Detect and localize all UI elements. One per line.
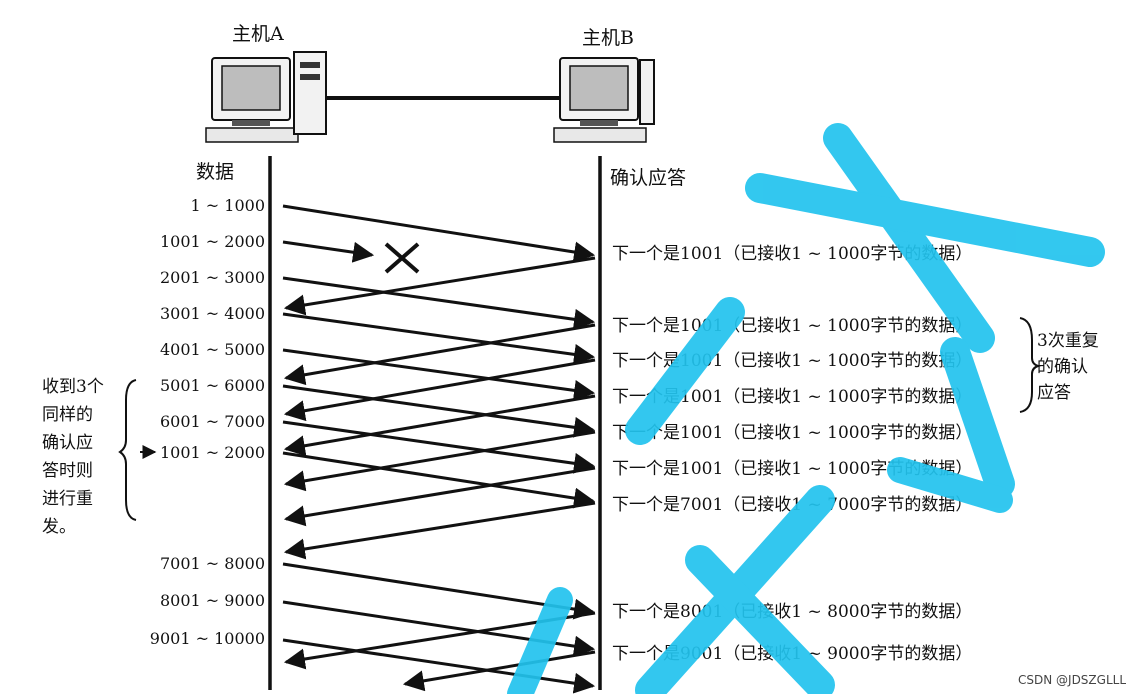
data-arrow (282, 276, 596, 330)
ack-label: 下一个是1001（已接收1 ~ 1000字节的数据） (612, 387, 972, 407)
ack-arrow (283, 430, 596, 492)
retransmit-segment-label: 1001 ~ 2000 (160, 443, 265, 462)
ack-arrows (283, 256, 596, 692)
left-note-line: 发。 (42, 517, 76, 537)
data-heading: 数据 (196, 161, 234, 183)
data-arrow (282, 348, 596, 401)
data-arrow (282, 420, 596, 474)
data-arrow (282, 312, 596, 365)
host-a-label: 主机A (232, 23, 284, 45)
segment-label: 2001 ~ 3000 (160, 268, 265, 287)
ack-arrow (402, 650, 596, 692)
ack-label: 下一个是7001（已接收1 ~ 7000字节的数据） (612, 495, 972, 515)
data-arrow (282, 638, 596, 694)
right-note-line: 3次重复 (1037, 331, 1099, 351)
ack-label: 下一个是8001（已接收1 ~ 8000字节的数据） (612, 602, 972, 622)
ack-label: 下一个是1001（已接收1 ~ 1000字节的数据） (612, 316, 972, 336)
left-note-line: 收到3个 (42, 377, 104, 397)
ack-label: 下一个是1001（已接收1 ~ 1000字节的数据） (612, 459, 972, 479)
segment-label: 1 ~ 1000 (191, 196, 265, 215)
segment-label: 1001 ~ 2000 (160, 232, 265, 251)
ack-label: 下一个是1001（已接收1 ~ 1000字节的数据） (612, 244, 972, 264)
segment-label: 9001 ~ 10000 (150, 629, 265, 648)
retransmit-data-arrow (282, 451, 596, 509)
data-arrow (282, 384, 596, 438)
ack-arrow (283, 466, 596, 527)
ack-arrow (283, 323, 596, 386)
ack-label: 下一个是1001（已接收1 ~ 1000字节的数据） (612, 423, 972, 443)
segment-label: 5001 ~ 6000 (160, 376, 265, 395)
ack-label: 下一个是1001（已接收1 ~ 1000字节的数据） (612, 351, 972, 371)
overlay-watermark-strokes (507, 123, 1105, 694)
ack-arrow (283, 358, 596, 422)
segment-label: 4001 ~ 5000 (160, 340, 265, 359)
left-note-line: 确认应 (42, 433, 93, 453)
data-arrows (282, 204, 596, 694)
ack-heading: 确认应答 (610, 167, 686, 189)
host-b-label: 主机B (582, 27, 634, 49)
right-note-line: 的确认 (1037, 357, 1088, 377)
ack-arrow (283, 394, 596, 457)
ack-arrow (283, 256, 596, 316)
left-note-line: 进行重 (42, 489, 93, 509)
data-arrow (282, 562, 596, 620)
packet-loss-x-icon (384, 242, 420, 274)
right-note-line: 应答 (1037, 383, 1071, 403)
retransmit-brace (118, 379, 137, 521)
host-b-computer-icon (553, 57, 655, 143)
left-note-line: 同样的 (42, 405, 93, 425)
duplicate-ack-brace (1019, 317, 1042, 413)
segment-label: 6001 ~ 7000 (160, 412, 265, 431)
host-a-computer-icon (205, 51, 327, 143)
segment-label: 3001 ~ 4000 (160, 304, 265, 323)
data-arrow (282, 204, 596, 263)
lost-data-arrow (282, 240, 375, 263)
watermark-text: CSDN @JDSZGLLL (1018, 673, 1126, 687)
ack-arrow (283, 501, 596, 560)
segment-label: 7001 ~ 8000 (160, 554, 265, 573)
segment-label: 8001 ~ 9000 (160, 591, 265, 610)
left-note-line: 答时则 (42, 461, 93, 481)
